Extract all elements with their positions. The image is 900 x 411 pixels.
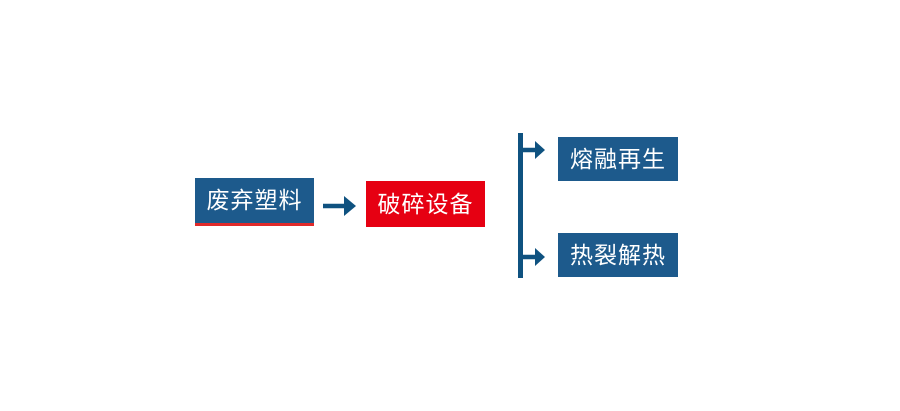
arrow-right-icon	[323, 196, 356, 216]
node-pyrolysis-heat: 热裂解热	[558, 233, 678, 277]
node-pyrolysis-heat-label: 热裂解热	[570, 241, 666, 268]
branch-trunk-line	[518, 133, 523, 278]
node-melt-regeneration: 熔融再生	[558, 137, 678, 181]
node-crushing-equipment-label: 破碎设备	[377, 190, 474, 217]
node-waste-plastic: 废弃塑料	[195, 178, 314, 226]
branch-arrow-bottom-icon	[522, 248, 545, 266]
node-melt-regeneration-label: 熔融再生	[570, 145, 666, 172]
node-waste-plastic-label: 废弃塑料	[206, 187, 303, 213]
node-crushing-equipment: 破碎设备	[366, 181, 485, 227]
branch-arrow-top-icon	[522, 141, 545, 159]
